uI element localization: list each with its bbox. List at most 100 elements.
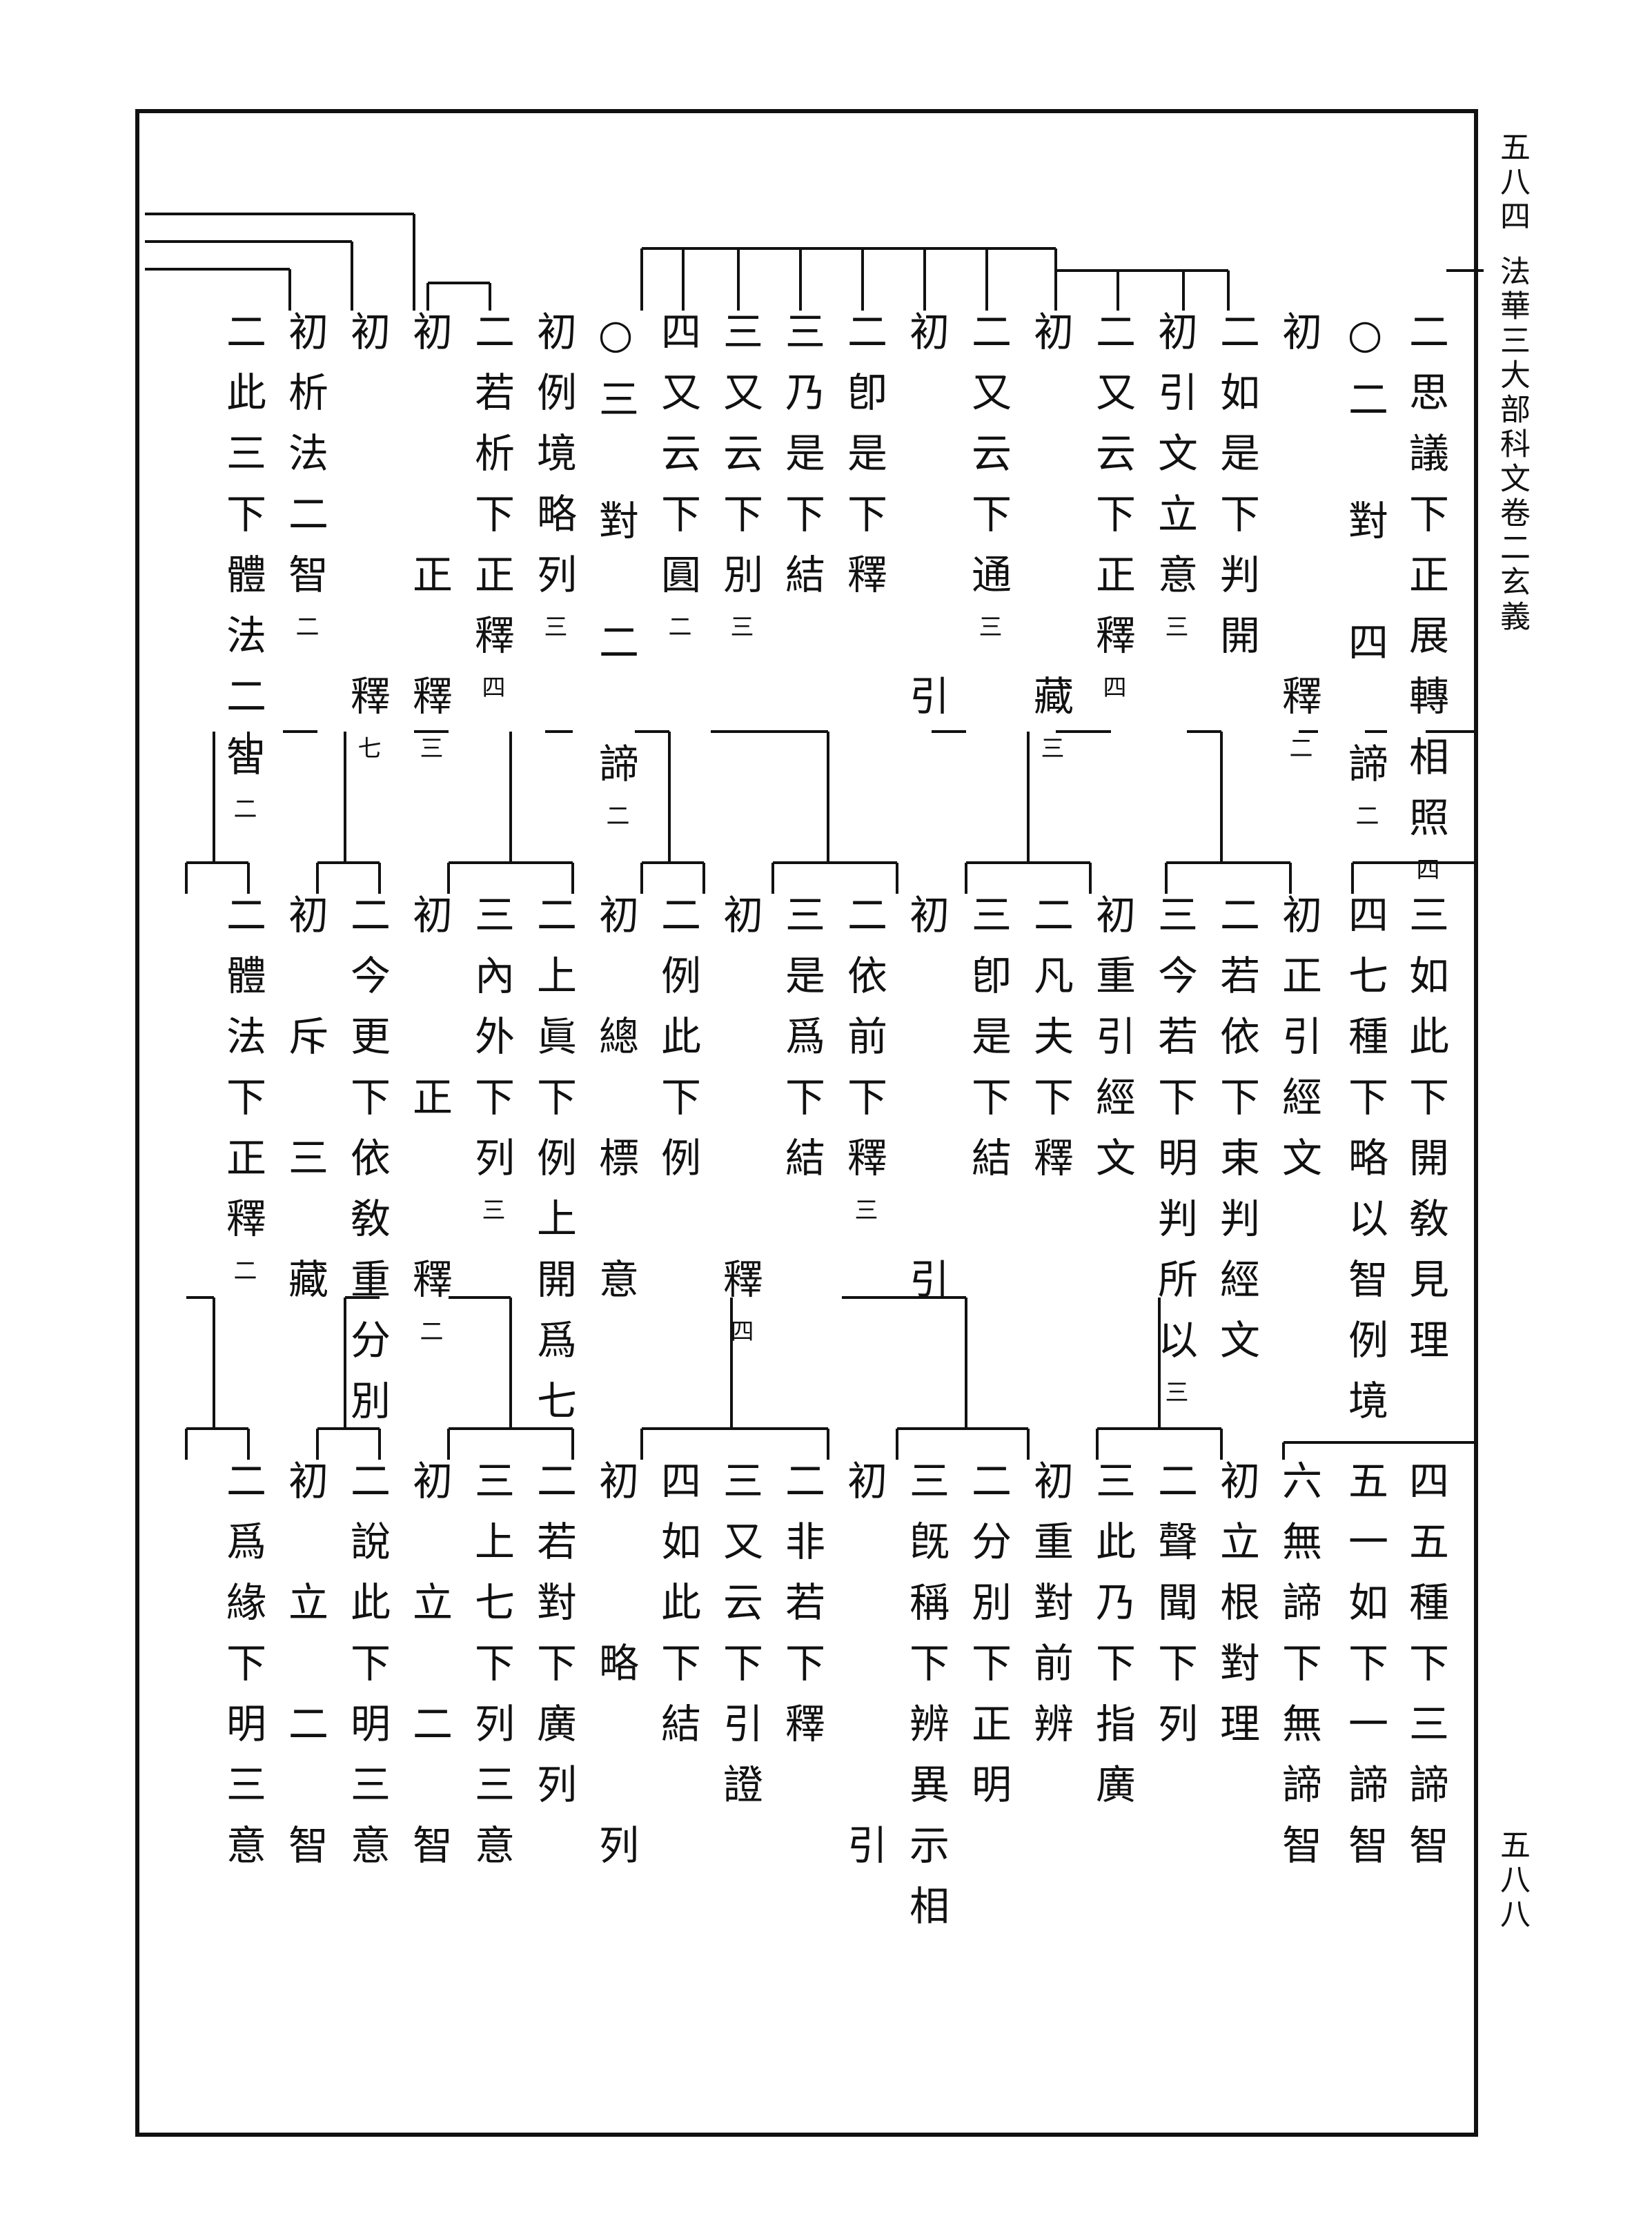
outline-entry: 初 釋二: [1275, 311, 1323, 759]
entry-text: 六無諦下無諦智: [1275, 1460, 1322, 1885]
outline-entry: 二若對下廣列: [529, 1460, 578, 1824]
outline-entry: 初引文立意三: [1150, 311, 1199, 638]
entry-text: 三乃是下結: [778, 311, 825, 614]
entry-text: 四如此下結: [654, 1460, 701, 1763]
entry-text: 四又云下圓: [654, 311, 701, 614]
entry-text: 初 引: [903, 311, 950, 736]
entry-text: 二聲聞下列: [1151, 1460, 1198, 1763]
outline-entry: 二如是下判開: [1212, 311, 1261, 675]
outline-entry: 三旣稱下辨異示相: [902, 1460, 950, 1946]
outline-entry: 初 立 二 智: [281, 1460, 329, 1885]
outline-entry: 二例此下例: [653, 894, 702, 1197]
outline-entry: 初 立 二 智: [405, 1460, 453, 1885]
entry-text: 二思議下正展轉相照: [1402, 311, 1449, 857]
outline-entry: 三此乃下指廣: [1088, 1460, 1137, 1824]
outline-entry: 三乃是下結: [778, 311, 826, 614]
outline-entry: 二說此下明三意: [343, 1460, 391, 1885]
entry-text: 五一如下一諦智: [1341, 1460, 1388, 1885]
outline-entry: 二卽是下釋: [840, 311, 888, 614]
outline-entry: 四如此下結: [653, 1460, 702, 1763]
outline-entry: 二體法下正釋二: [219, 894, 267, 1282]
outline-entry: 四七種下略以智例境: [1341, 894, 1389, 1440]
entry-text: 四五種下三諦智: [1402, 1460, 1449, 1885]
entry-text: 初 引: [840, 1460, 887, 1885]
entry-text: 二此三下體法二智: [219, 311, 266, 796]
entry-count: 二: [229, 796, 257, 820]
entry-text: 二又云下正釋: [1089, 311, 1136, 675]
outline-entry: 四又云下圓二: [653, 311, 702, 638]
entry-count: 三: [478, 1197, 505, 1221]
entry-text: 三此乃下指廣: [1089, 1460, 1136, 1824]
entry-text: 三旣稱下辨異示相: [903, 1460, 950, 1946]
outline-entry: 三是爲下結: [778, 894, 826, 1197]
outline-entry: 初 引: [902, 311, 950, 736]
entry-text: 初 藏: [1027, 311, 1074, 736]
entry-text: 四七種下略以智例境: [1341, 894, 1388, 1440]
outline-entry: 三上七下列三意: [467, 1460, 515, 1885]
entry-text: 三又云下別: [716, 311, 763, 614]
outline-entry: 初 正 釋三: [405, 311, 453, 759]
outline-entry: ○三 對 二 諦二: [591, 311, 640, 827]
entry-count: 四: [726, 1319, 754, 1342]
entry-count: 三: [1161, 614, 1188, 638]
entry-text: 二卽是下釋: [840, 311, 887, 614]
entry-text: 三卽是下結: [965, 894, 1012, 1197]
entry-text: 初 正 釋: [406, 311, 453, 736]
entry-text: 初 正 釋: [406, 894, 453, 1319]
entry-text: 二若對下廣列: [530, 1460, 577, 1824]
outline-entry: 二聲聞下列: [1150, 1460, 1199, 1763]
outline-entry: 初 引: [902, 894, 950, 1319]
entry-count: 二: [1351, 803, 1379, 827]
entry-text: 二若依下束判經文: [1213, 894, 1260, 1380]
outline-entry: 五一如下一諦智: [1341, 1460, 1389, 1885]
folio-number: 五八八: [1495, 1829, 1530, 1932]
entry-text: 三如此下開敎見理: [1402, 894, 1449, 1380]
outline-entry: 三卽是下結: [964, 894, 1012, 1197]
entry-text: 二體法下正釋: [219, 894, 266, 1258]
entry-text: 二說此下明三意: [344, 1460, 391, 1885]
outline-entry: 初例境略列三: [529, 311, 578, 638]
outline-entry: 初 總 標 意: [591, 894, 640, 1319]
outline-entry: 二思議下正展轉相照四: [1402, 311, 1450, 881]
entry-count: 二: [664, 614, 691, 638]
entry-count: 二: [291, 614, 319, 638]
outline-entry: 二凡夫下釋: [1026, 894, 1074, 1197]
entry-text: 初 略 列: [592, 1460, 639, 1885]
outline-entry: 四五種下三諦智: [1402, 1460, 1450, 1885]
entry-text: 三上七下列三意: [468, 1460, 515, 1885]
outline-entry: 初 斥 三 藏: [281, 894, 329, 1319]
outline-entry: 二又云下正釋四: [1088, 311, 1137, 698]
entry-count: 七: [353, 736, 381, 759]
outline-entry: 二又云下通三: [964, 311, 1012, 638]
entry-count: 三: [415, 736, 443, 759]
outline-entry: 初 略 列: [591, 1460, 640, 1885]
outline-entry: 初 釋七: [343, 311, 391, 759]
entry-count: 三: [1161, 1380, 1188, 1403]
entry-count: 三: [974, 614, 1002, 638]
entry-count: 三: [850, 1197, 878, 1221]
entry-count: 二: [415, 1319, 443, 1342]
entry-text: 二非若下釋: [778, 1460, 825, 1763]
entry-text: 初析法二智: [282, 311, 328, 614]
entry-text: 初重對前辨: [1027, 1460, 1074, 1763]
entry-text: 初 引: [903, 894, 950, 1319]
entry-text: 初 立 二 智: [282, 1460, 328, 1885]
entry-text: 二今更下依敎重分別: [344, 894, 391, 1440]
outline-entry: 二上眞下例上開爲七: [529, 894, 578, 1440]
outline-entry: 二依前下釋三: [840, 894, 888, 1221]
book-title: 法華三大部科文卷二玄義: [1495, 255, 1530, 635]
entry-text: 二如是下判開: [1213, 311, 1260, 675]
outline-entry: 二今更下依敎重分別: [343, 894, 391, 1440]
entry-text: 初 總 標 意: [592, 894, 639, 1319]
outline-entry: 初析法二智二: [281, 311, 329, 638]
entry-text: 初 立 二 智: [406, 1460, 453, 1885]
entry-count: 四: [1099, 675, 1126, 698]
entry-count: 二: [1285, 736, 1312, 759]
entry-count: 三: [726, 614, 754, 638]
outline-entry: 二若依下束判經文: [1212, 894, 1261, 1380]
entry-text: 二依前下釋: [840, 894, 887, 1197]
entry-text: 二例此下例: [654, 894, 701, 1197]
outline-entry: 六無諦下無諦智: [1275, 1460, 1323, 1885]
entry-text: 初重引經文: [1089, 894, 1136, 1197]
